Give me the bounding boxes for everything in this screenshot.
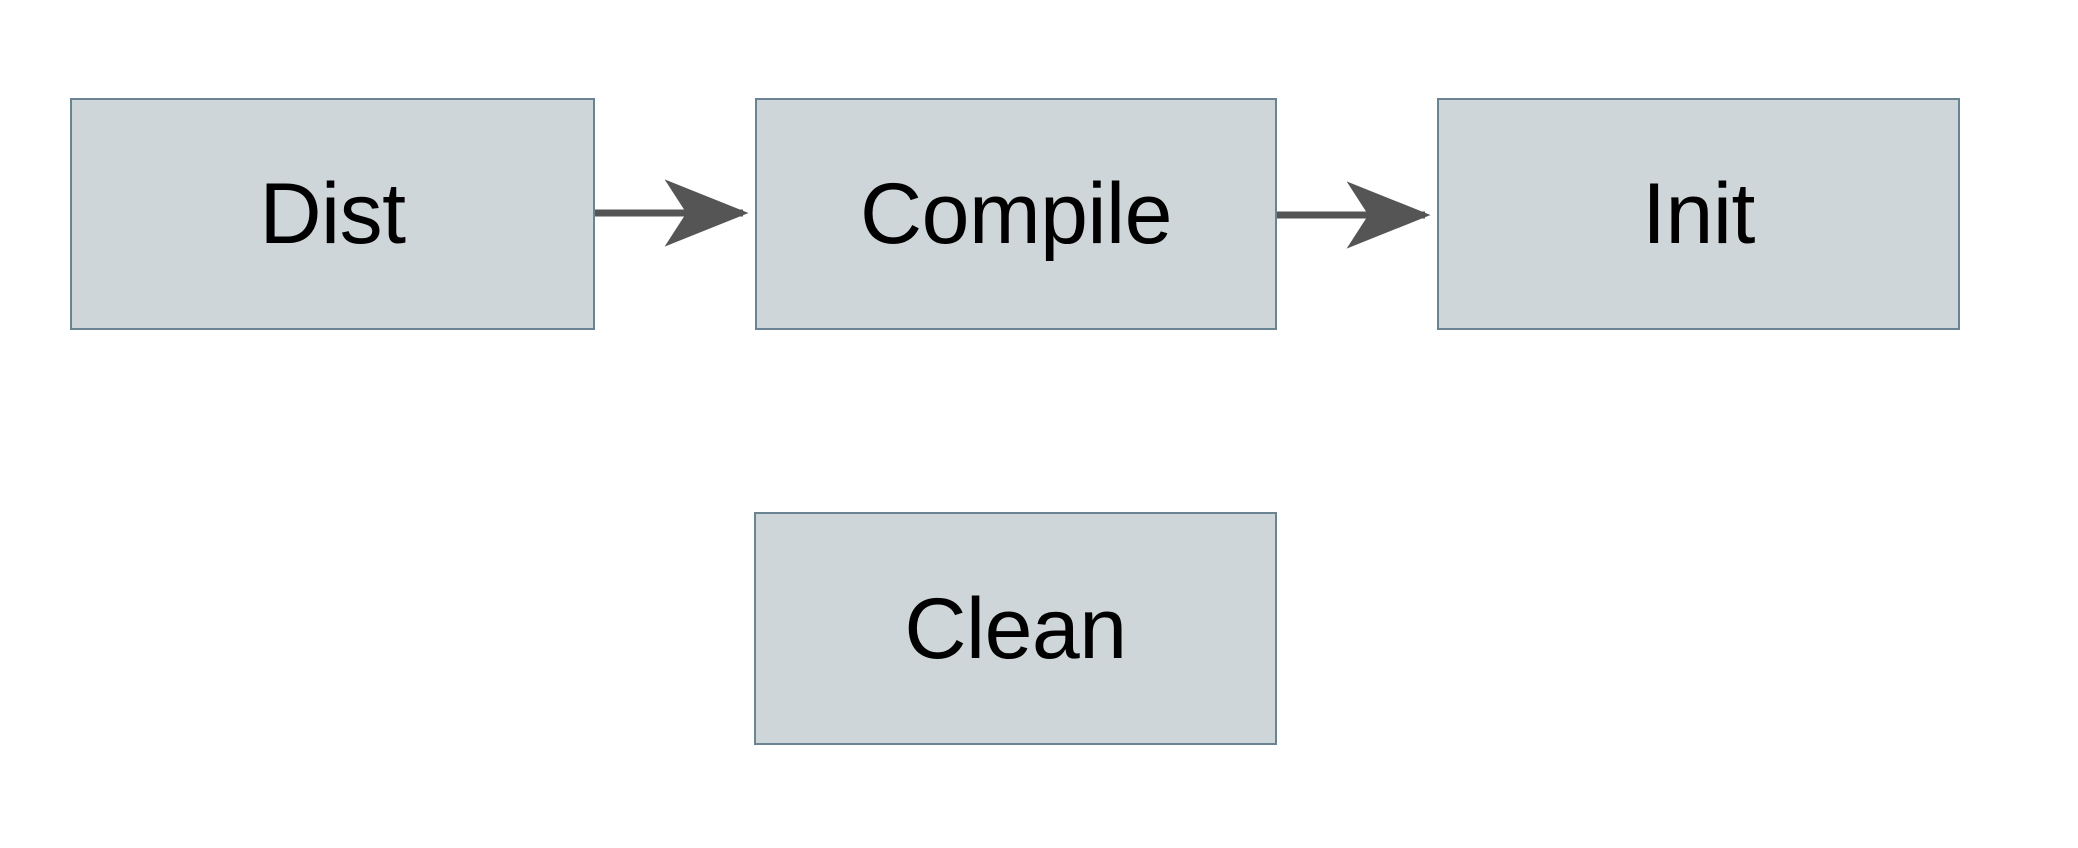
node-init[interactable]: Init bbox=[1437, 98, 1960, 330]
node-dist-label: Dist bbox=[259, 166, 406, 262]
node-compile-label: Compile bbox=[860, 166, 1172, 262]
node-clean-label: Clean bbox=[904, 580, 1127, 677]
edge-dist-to-compile-hitbox[interactable] bbox=[595, 193, 755, 233]
node-clean[interactable]: Clean bbox=[754, 512, 1277, 745]
edge-compile-to-init-hitbox[interactable] bbox=[1277, 195, 1437, 235]
node-compile[interactable]: Compile bbox=[755, 98, 1277, 330]
node-dist[interactable]: Dist bbox=[70, 98, 595, 330]
node-init-label: Init bbox=[1642, 166, 1755, 262]
